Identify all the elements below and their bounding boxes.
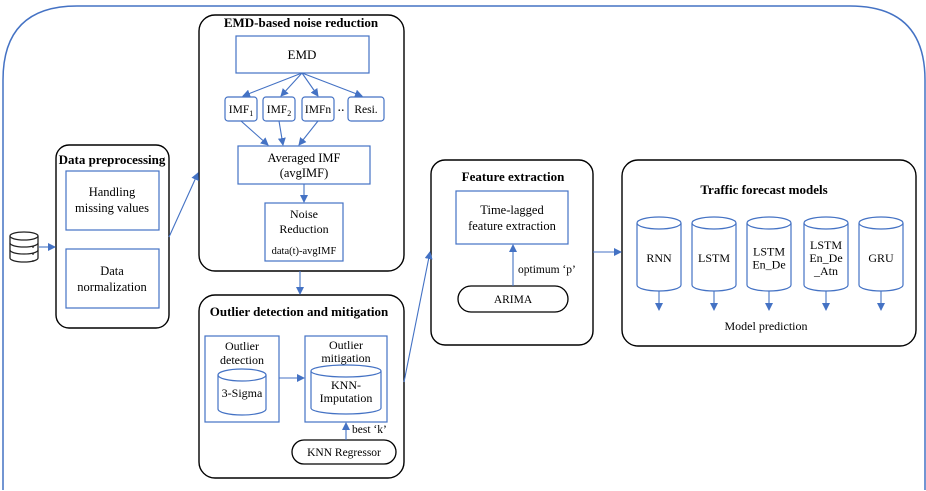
handling-missing-box [65,170,160,231]
timelagged-line-1: Time-lagged [480,203,544,217]
averaged-imf-box [237,145,371,185]
detection-line-2: detection [220,353,264,367]
knn-regressor-box [291,439,397,465]
detection-line-1: Outlier [225,339,259,353]
noise-formula: data(t)-avgIMF [272,246,337,257]
noise-line-1: Noise [290,207,318,221]
model-label: LSTM [698,251,730,265]
knn-imputation-cylinder [310,364,382,415]
arrow-outlier-to-feature [403,251,433,383]
model-cylinder-1: LSTM [691,216,737,311]
noise-line-2: Reduction [279,222,328,236]
noise-reduction-box [264,202,344,262]
normalization-line-2: normalization [77,280,147,294]
arrow-preprocessing-to-emd [168,172,199,238]
forecast-title: Traffic forecast models [700,182,827,197]
database-icon [9,231,39,263]
averaged-line-1: Averaged IMF [267,151,340,165]
residual-label: Resi. [354,104,377,116]
model-label: LSTM [810,238,842,252]
optimum-p-label: optimum ‘p’ [518,264,576,276]
model-cylinder-4: GRU [858,216,904,311]
arima-label: ARIMA [494,294,533,306]
emd-box [235,35,370,74]
knn-line-2: Imputation [320,391,373,405]
model-cylinder-0: RNN [636,216,682,311]
outlier-panel: Outlier detection and mitigation Outlier… [198,294,405,479]
model-label: GRU [868,251,894,265]
model-label: _Atn [813,264,838,278]
knn-line-1: KNN- [331,378,361,392]
model-label: LSTM [753,245,785,259]
sigma-cylinder [217,368,267,416]
mitigation-line-2: mitigation [321,351,370,365]
model-prediction-label: Model prediction [725,319,808,333]
model-label: RNN [646,251,672,265]
data-preprocessing-title: Data preprocessing [59,152,166,167]
normalization-line-1: Data [100,264,124,278]
model-label: En_De [809,251,842,265]
outlier-title: Outlier detection and mitigation [210,304,389,319]
timelagged-line-2: feature extraction [468,219,557,233]
emd-label: EMD [288,47,317,62]
emd-title: EMD-based noise reduction [224,15,379,30]
outer-container [2,5,926,490]
time-lagged-box [455,190,569,245]
ellipsis: .. [338,100,345,115]
best-k-label: best ‘k’ [352,424,387,436]
mitigation-line-1: Outlier [329,338,363,352]
data-preprocessing-panel: Data preprocessing Handling missing valu… [55,144,170,329]
feature-extraction-panel: Feature extraction Time-lagged feature e… [430,159,594,346]
handling-line-2: missing values [75,201,149,215]
data-normalization-box [65,248,160,309]
imf2-label: IMF2 [267,104,291,118]
emd-panel: EMD-based noise reduction EMD IMF1 IMF2 … [198,14,405,272]
imf1-label: IMF1 [229,104,253,118]
feature-title: Feature extraction [462,169,565,184]
residual-box [347,96,385,122]
averaged-line-2: (avgIMF) [280,166,329,180]
model-label: En_De [752,258,785,272]
sigma-label: 3-Sigma [222,386,263,400]
imfn-label: IMFn [305,104,331,116]
knn-regressor-label: KNN Regressor [307,447,381,459]
handling-line-1: Handling [89,185,136,199]
connectors [39,72,622,440]
